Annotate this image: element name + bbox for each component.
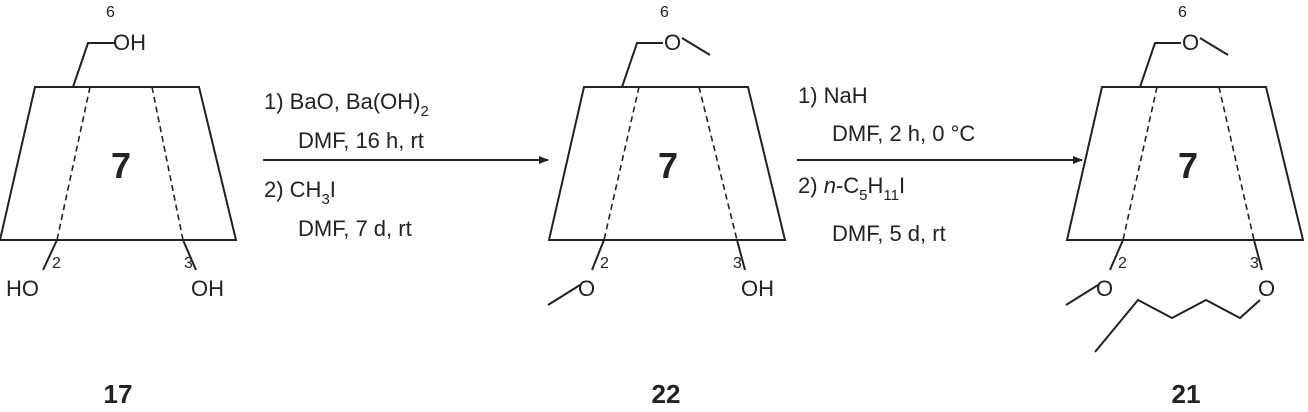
c3-group: OH — [191, 276, 224, 301]
c3-bond — [182, 239, 197, 271]
c6-group: O — [1182, 30, 1199, 55]
reaction-1: 1) BaO, Ba(OH)2 DMF, 16 h, rt 2) CH3I DM… — [263, 89, 549, 241]
cyclodextrin-cone — [1065, 86, 1305, 241]
c2-group: O — [578, 276, 595, 301]
c3-number: 3 — [184, 255, 193, 272]
c2-number: 2 — [1118, 255, 1127, 272]
c2-methyl-bond — [547, 284, 581, 306]
c2-group: O — [1096, 276, 1113, 301]
c6-bond — [621, 42, 663, 88]
c3-number: 3 — [1250, 255, 1259, 272]
c3-group: OH — [741, 276, 774, 301]
c2-methyl-bond — [1065, 284, 1099, 306]
c2-bond — [1109, 239, 1124, 271]
dashed-line-right — [698, 86, 738, 241]
c3-group: O — [1258, 276, 1275, 301]
step2-reagent: 2) n-C5H11I — [798, 173, 905, 204]
compound-number: 17 — [104, 379, 133, 409]
step1-reagent: 1) BaO, Ba(OH)2 — [264, 89, 429, 120]
c2-number: 2 — [52, 255, 61, 272]
cyclodextrin-cone — [547, 86, 787, 241]
c2-number: 2 — [600, 255, 609, 272]
c6-bond — [72, 42, 115, 88]
molecule-21: 7 6 O O 2 3 O 21 — [1065, 4, 1305, 409]
step1-conditions: DMF, 16 h, rt — [298, 128, 424, 153]
ring-size-label: 7 — [1178, 145, 1198, 186]
dashed-line-left — [1122, 86, 1158, 241]
step2-conditions: DMF, 7 d, rt — [298, 216, 412, 241]
dashed-line-left — [603, 86, 640, 241]
c6-number: 6 — [106, 4, 115, 21]
c6-number: 6 — [1178, 4, 1187, 21]
reaction-2: 1) NaH DMF, 2 h, 0 °C 2) n-C5H11I DMF, 5… — [797, 83, 1083, 246]
ring-size-label: 7 — [111, 145, 131, 186]
compound-number: 21 — [1172, 379, 1201, 409]
dashed-line-left — [56, 86, 91, 241]
molecule-17: 7 6 OH HO 2 3 OH 17 — [0, 4, 238, 409]
cyclodextrin-cone — [0, 86, 238, 241]
c6-group: OH — [113, 30, 146, 55]
step2-conditions: DMF, 5 d, rt — [832, 221, 946, 246]
ring-size-label: 7 — [658, 145, 678, 186]
c6-bond — [1139, 42, 1181, 88]
c3-bond — [1253, 239, 1263, 271]
c2-bond — [591, 239, 605, 271]
step2-reagent: 2) CH3I — [264, 177, 336, 208]
step1-reagent: 1) NaH — [798, 83, 868, 108]
c6-number: 6 — [660, 4, 669, 21]
step1-conditions: DMF, 2 h, 0 °C — [832, 121, 975, 146]
c3-bond — [736, 239, 746, 271]
c2-group: HO — [6, 276, 39, 301]
c6-group: O — [664, 30, 681, 55]
c6-methyl-bond — [1199, 37, 1229, 56]
compound-number: 22 — [652, 379, 681, 409]
dashed-line-right — [1218, 86, 1255, 241]
c3-number: 3 — [733, 255, 742, 272]
c2-bond — [42, 239, 58, 271]
dashed-line-right — [151, 86, 184, 241]
c6-methyl-bond — [681, 37, 711, 56]
pentyl-chain — [1094, 298, 1261, 353]
molecule-22: 7 6 O O 2 3 OH 22 — [547, 4, 787, 409]
